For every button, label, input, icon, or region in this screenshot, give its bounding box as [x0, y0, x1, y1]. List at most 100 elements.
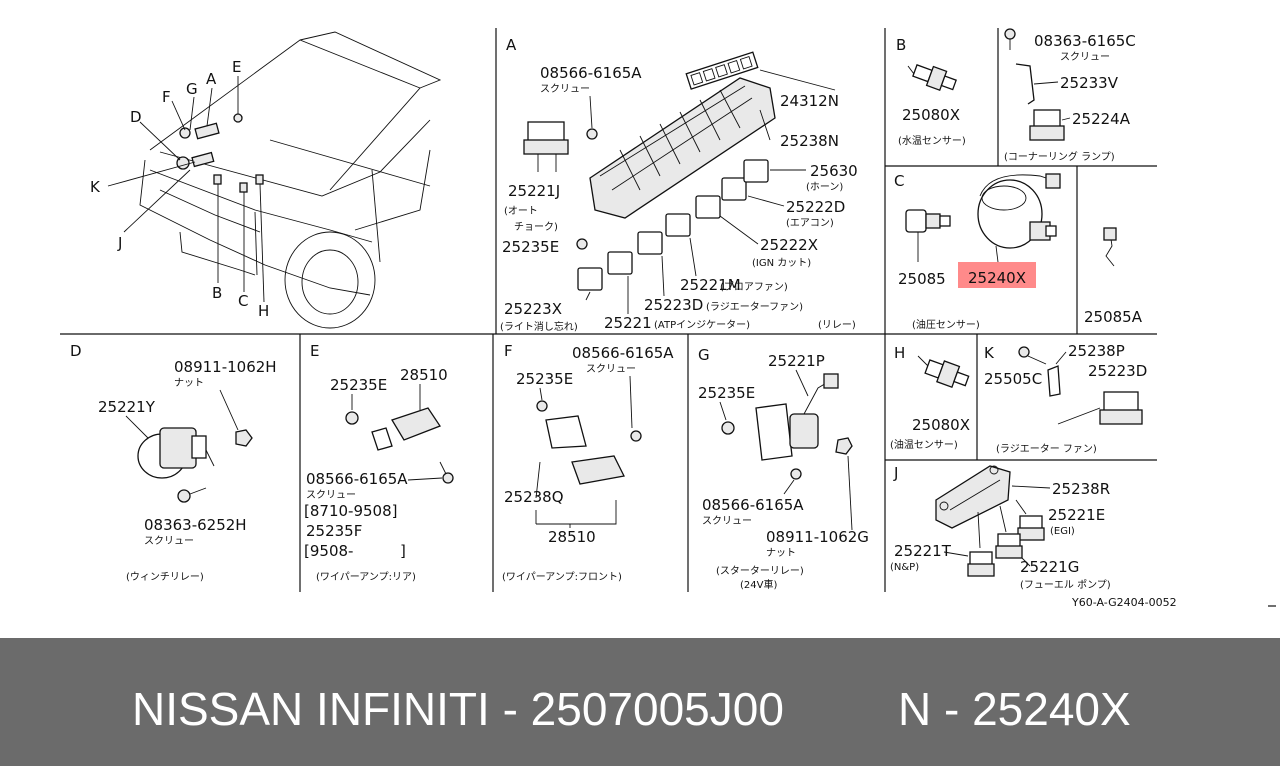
section-letter: K: [984, 344, 995, 362]
section-f: F 08566-6165A スクリュー 25235E 25238Q 28510 …: [502, 342, 674, 583]
part-number: 08566-6165A: [572, 344, 674, 362]
part-number: 25085: [898, 270, 946, 288]
part-note: (N&P): [890, 562, 919, 573]
section-caption: (ウィンチリレー): [126, 571, 204, 583]
part-number: 25080X: [902, 106, 960, 124]
part-number: 08566-6165A: [702, 496, 804, 514]
part-note: (EGI): [1050, 526, 1075, 537]
part-note: ]: [400, 542, 406, 560]
part-number: 25085A: [1084, 308, 1143, 326]
callout-c: C: [238, 292, 248, 310]
parts-diagram: A E F G D K J B C H A 08566-6165A スクリュー …: [60, 28, 1276, 609]
callout-g: G: [186, 80, 198, 98]
part-note: (ブロアファン): [720, 280, 788, 293]
section-dividers: [60, 28, 1276, 607]
section-h: H 25080X (油温センサー): [890, 344, 970, 451]
part-note: スクリュー: [540, 83, 590, 95]
part-number: 25235E: [698, 384, 755, 402]
vehicle-illustration: [107, 31, 442, 329]
part-number: 08363-6252H: [144, 516, 247, 534]
drawing-reference: Y60-A-G2404-0052: [1071, 596, 1177, 609]
part-number: 08363-6165C: [1034, 32, 1136, 50]
callout-k: K: [90, 178, 101, 196]
section-g: G 25221P 25235E 08566-6165A スクリュー 08911-…: [698, 346, 869, 591]
part-note: (水温センサー): [898, 135, 966, 147]
part-number: 25223X: [504, 300, 562, 318]
section-caption: (ラジエーター ファン): [996, 443, 1097, 455]
part-note: (ATPインジケーター): [654, 319, 750, 331]
part-number: 25221G: [1020, 558, 1079, 576]
callout-f: F: [162, 88, 171, 106]
part-note: スクリュー: [306, 489, 356, 501]
section-letter: B: [896, 36, 906, 54]
part-note: [9508-: [304, 542, 353, 560]
callout-d: D: [130, 108, 142, 126]
callout-j: J: [117, 234, 122, 252]
part-number: 25221J: [508, 182, 560, 200]
part-number: 25221E: [1048, 506, 1105, 524]
part-number: 25630: [810, 162, 858, 180]
part-number: 25238Q: [504, 488, 564, 506]
part-number: 25238N: [780, 132, 839, 150]
section-c: C 25085 25240X (油圧センサー) 25085A: [894, 172, 1143, 331]
diagram-part-number: N - 25240X: [898, 683, 1131, 735]
section-caption: (油温センサー): [890, 438, 958, 451]
part-number: 08566-6165A: [306, 470, 408, 488]
part-note: (IGN カット): [752, 257, 811, 269]
part-note: スクリュー: [702, 515, 752, 527]
part-note: ナット: [766, 547, 796, 559]
part-number: 25235E: [330, 376, 387, 394]
part-note: チョーク): [514, 221, 558, 233]
callout-e: E: [232, 58, 241, 76]
part-note: スクリュー: [586, 363, 636, 375]
part-note: スクリュー: [144, 535, 194, 547]
part-number: 25233V: [1060, 74, 1119, 92]
section-a: A 08566-6165A スクリュー 24312N 25238N 25221J…: [500, 36, 858, 333]
callout-b: B: [212, 284, 222, 302]
section-letter: D: [70, 342, 82, 360]
part-number: 25505C: [984, 370, 1042, 388]
section-k: K 25238P 25505C 25223D (ラジエーター ファン): [984, 342, 1147, 455]
part-number: 25221: [604, 314, 652, 332]
part-note: (オート: [504, 205, 538, 217]
part-note: (ライト消し忘れ): [500, 320, 578, 333]
highlight-box: [958, 262, 1036, 288]
part-number: 25221P: [768, 352, 825, 370]
part-number: 25221M: [680, 276, 741, 294]
part-number: 08566-6165A: [540, 64, 642, 82]
part-number: 25080X: [912, 416, 970, 434]
part-number: 25223D: [644, 296, 703, 314]
part-number: 25222X: [760, 236, 818, 254]
part-note: (ホーン): [806, 181, 843, 193]
section-caption: (ワイパーアンプ:リア): [316, 571, 416, 583]
part-number: 25221Y: [98, 398, 156, 416]
part-note: ナット: [174, 377, 204, 389]
part-number: 24312N: [780, 92, 839, 110]
part-number: 25235E: [516, 370, 573, 388]
part-number: 25235F: [306, 522, 362, 540]
part-number: 25221T: [894, 542, 952, 560]
section-e: E 25235E 28510 08566-6165A スクリュー [8710-9…: [304, 342, 454, 583]
part-note: (油圧センサー): [912, 318, 980, 331]
section-caption: (ワイパーアンプ:フロント): [502, 571, 622, 583]
vehicle-callouts: A E F G D K J B C H: [90, 58, 269, 320]
part-number: 08911-1062G: [766, 528, 869, 546]
part-note: (ラジエーターファン): [706, 301, 803, 313]
part-number: 25238R: [1052, 480, 1110, 498]
part-note: (エアコン): [786, 218, 834, 229]
section-caption: (24V車): [740, 578, 777, 591]
part-number: 08911-1062H: [174, 358, 277, 376]
part-number: 28510: [548, 528, 596, 546]
section-b: B 25080X (水温センサー) 08363-6165C スクリュー 2523…: [896, 28, 1136, 163]
part-note: [8710-9508]: [304, 502, 397, 520]
section-letter: G: [698, 346, 710, 364]
section-letter: C: [894, 172, 904, 190]
section-letter: F: [504, 342, 513, 360]
part-note: (フューエル ポンプ): [1020, 579, 1111, 591]
part-number: 25224A: [1072, 110, 1131, 128]
part-number: 25238P: [1068, 342, 1125, 360]
section-d: D 08911-1062H ナット 25221Y 08363-6252H スクリ…: [70, 342, 277, 583]
part-note: (コーナーリング ランプ): [1004, 150, 1115, 163]
section-letter: J: [893, 464, 898, 482]
callout-h: H: [258, 302, 269, 320]
